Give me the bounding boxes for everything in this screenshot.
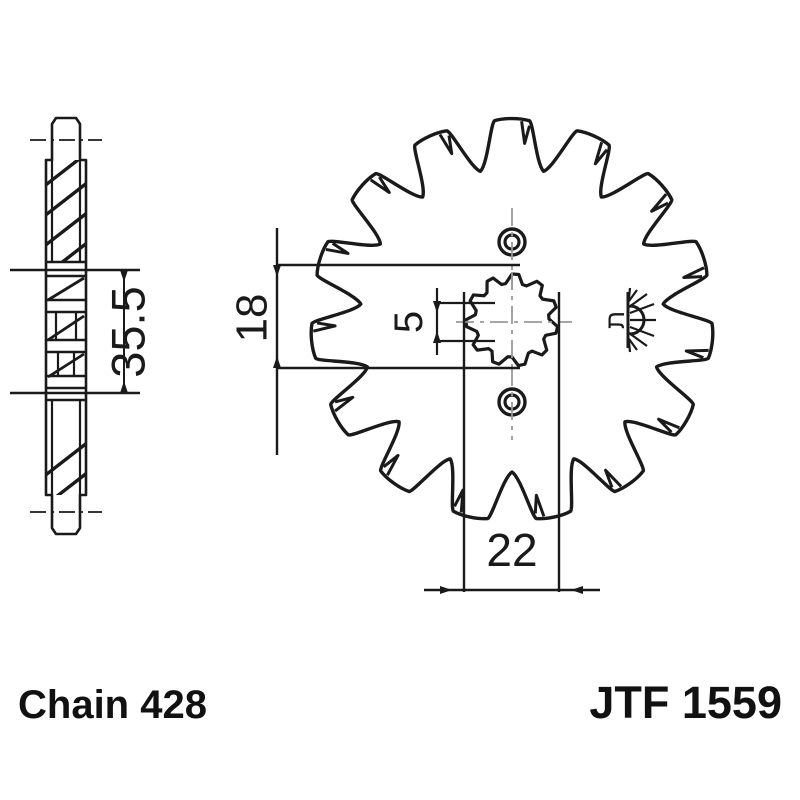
dimension-22-arrow-left [440, 586, 452, 594]
dimension-5-arrow-top [433, 301, 441, 313]
dimension-22-arrow-right [571, 586, 583, 594]
dimension-18: 18 [228, 228, 520, 455]
dimension-5-label: 5 [387, 311, 431, 333]
dimension-35-5: 35.5 [10, 268, 155, 395]
dimension-35-5-arrow-top [120, 270, 128, 282]
dimension-22: 22 [424, 292, 600, 594]
sprocket-front-view [309, 116, 715, 521]
front-view-centerlines [456, 208, 572, 440]
heat-treat-arc [629, 304, 646, 336]
sprocket-side-section-view [30, 116, 102, 536]
dimension-35-5-label: 35.5 [102, 286, 155, 377]
dimension-35-5-arrow-bottom [120, 381, 128, 393]
heat-treat-glyph: ת [600, 311, 630, 329]
side-view-outline [44, 116, 88, 536]
dimension-18-label: 18 [228, 294, 277, 343]
sprocket-tooth-notches [312, 121, 709, 517]
chain-label: Chain 428 [18, 683, 207, 727]
dimension-22-label: 22 [486, 524, 537, 576]
side-view-hub-bands [46, 260, 86, 402]
dimension-18-arrow-top [273, 265, 281, 277]
dimension-18-arrow-bottom [273, 356, 281, 368]
dimension-5: 5 [387, 288, 495, 355]
heat-treatment-symbol: ת [600, 287, 656, 353]
side-view-bore-edges [54, 312, 78, 376]
section-hatch-top [46, 160, 86, 262]
sprocket-tooth-profile [309, 116, 715, 521]
section-hatch-bottom [46, 423, 86, 495]
heat-treat-rays [627, 287, 656, 353]
side-view-flanks [50, 160, 82, 495]
dimension-5-arrow-bottom [433, 331, 441, 343]
side-view-hub-hatch [47, 276, 85, 379]
side-view-tip-centerlines [30, 139, 102, 513]
part-number-label: JTF 1559 [589, 677, 782, 728]
